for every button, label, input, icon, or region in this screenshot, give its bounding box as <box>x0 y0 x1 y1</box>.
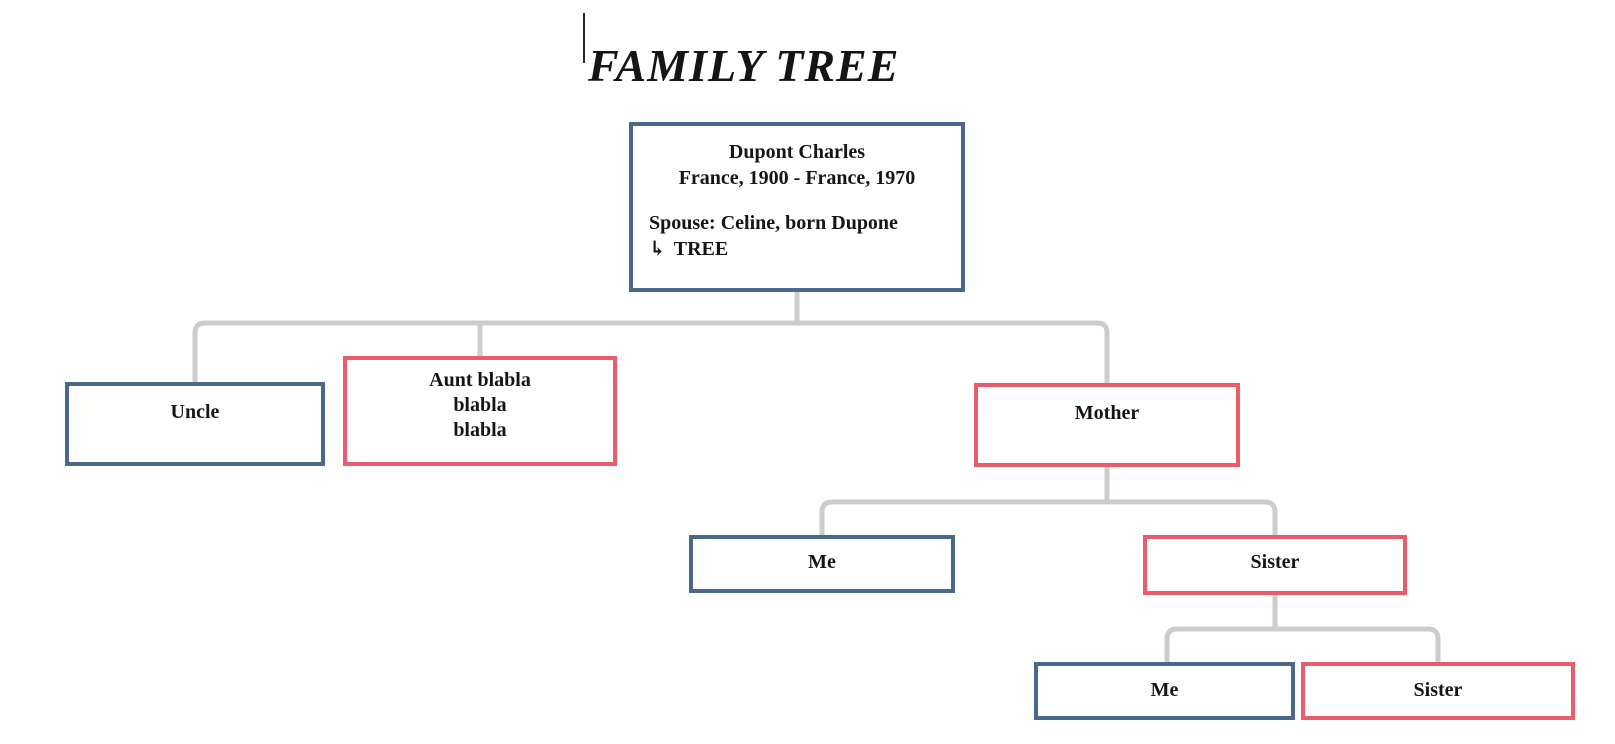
node-uncle[interactable]: Uncle <box>65 382 325 466</box>
root-lifespan: France, 1900 - France, 1970 <box>678 167 916 189</box>
node-label: Mother <box>1074 402 1140 424</box>
subtree-link-label: TREE <box>673 238 729 260</box>
text-cursor <box>583 13 585 63</box>
node-me[interactable]: Me <box>689 535 955 593</box>
node-label-line: blabla <box>453 419 507 441</box>
node-label-line: blabla <box>453 394 507 416</box>
node-me-2[interactable]: Me <box>1034 662 1295 720</box>
node-label: Sister <box>1250 551 1300 573</box>
root-subtree-link[interactable]: ↳ TREE <box>633 236 728 262</box>
node-root-dupont-charles[interactable]: Dupont Charles France, 1900 - France, 19… <box>629 122 965 292</box>
connector-generation3-bracket <box>819 499 1278 535</box>
node-label: Uncle <box>170 401 220 423</box>
subtree-link-arrow-icon: ↳ <box>649 238 666 260</box>
node-label: Me <box>808 551 836 573</box>
node-label-line: Aunt blabla <box>429 369 531 391</box>
connector-generation2-bracket <box>192 320 1110 383</box>
connector-generation4-bracket <box>1164 626 1441 662</box>
page-title[interactable]: FAMILY TREE <box>588 39 900 91</box>
root-name: Dupont Charles <box>728 141 866 163</box>
root-spouse: Spouse: Celine, born Dupone <box>649 212 898 234</box>
node-label: Sister <box>1413 679 1463 701</box>
node-sister-2[interactable]: Sister <box>1301 662 1575 720</box>
node-label: Me <box>1150 679 1179 701</box>
node-mother[interactable]: Mother <box>974 383 1240 467</box>
node-aunt[interactable]: Aunt blabla blabla blabla <box>343 356 617 466</box>
node-sister[interactable]: Sister <box>1143 535 1407 595</box>
